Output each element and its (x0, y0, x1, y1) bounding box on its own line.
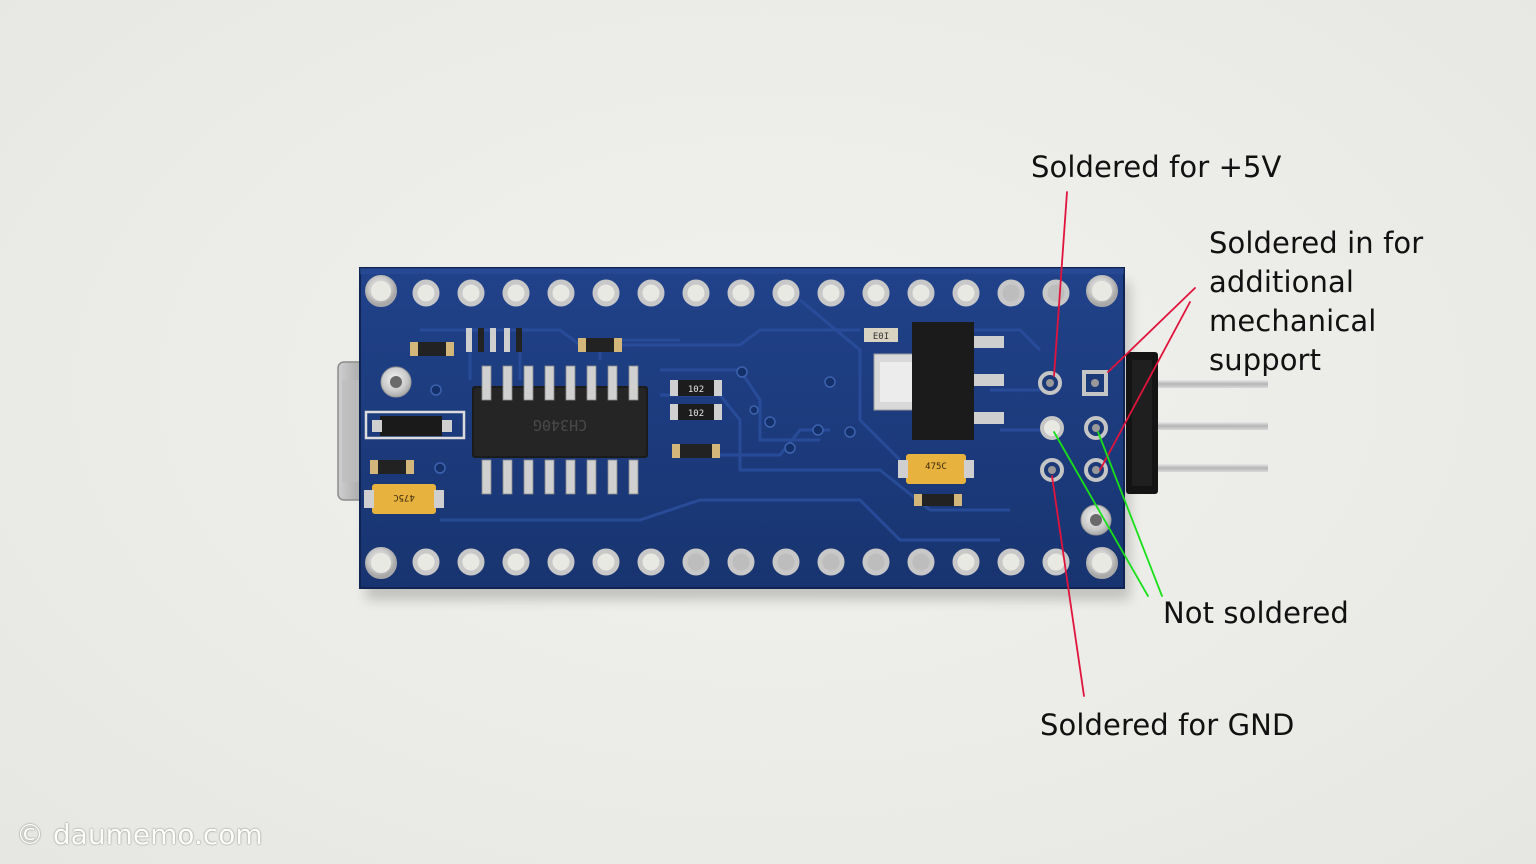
resistor-marking: 102 (688, 409, 704, 419)
annotation-lines (1051, 191, 1196, 697)
chip-pin (628, 459, 639, 495)
smd-component (578, 338, 622, 352)
through-hole-pad (862, 548, 890, 576)
chip-pin (502, 459, 513, 495)
smd-component (410, 342, 454, 356)
label-soldered-5v: Soldered for +5V (1031, 150, 1282, 184)
smd-diode (372, 416, 452, 436)
watermark: © daumemo.com (16, 818, 263, 851)
smd-component: E0I (864, 328, 898, 342)
chip-pin (544, 365, 555, 401)
through-hole-pad (592, 279, 620, 307)
voltage-regulator (873, 322, 1004, 440)
mount-hole (365, 275, 397, 307)
mount-hole (365, 547, 397, 579)
through-hole-pad (547, 548, 575, 576)
chip-pin (481, 459, 492, 495)
chip-pin (523, 459, 534, 495)
resistor-marking: 102 (688, 385, 704, 395)
through-hole-pad (457, 279, 485, 307)
through-hole-pad (502, 548, 530, 576)
through-hole-pad (592, 548, 620, 576)
pcb-board (359, 267, 1125, 589)
through-hole-pad (772, 548, 800, 576)
line-mech-1 (1107, 287, 1196, 373)
chip-pin (502, 365, 513, 401)
through-hole-pad (952, 279, 980, 307)
through-hole-pad (682, 548, 710, 576)
through-hole-pad (727, 548, 755, 576)
through-hole-pad (637, 548, 665, 576)
chip-pin (586, 365, 597, 401)
chip-pin (628, 365, 639, 401)
through-hole-pad (997, 279, 1025, 307)
label-mechanical-line: Soldered in for (1209, 226, 1424, 260)
label-mechanical-line: support (1209, 343, 1322, 377)
chip-marking: CH340G (533, 416, 587, 434)
chip-pins (481, 365, 639, 495)
tantalum-capacitor: 475C (364, 484, 444, 514)
vias (430, 366, 943, 474)
smd-resistor: 102 (670, 380, 722, 396)
smd-component (370, 460, 414, 474)
silkscreen-box (364, 410, 466, 440)
chip-pin (607, 459, 618, 495)
through-hole-pad (502, 279, 530, 307)
through-hole-pad (1042, 548, 1070, 576)
regulator-marking: E0I (873, 332, 889, 342)
through-hole-pad (817, 279, 845, 307)
through-hole-pad (907, 548, 935, 576)
through-hole-pad (817, 548, 845, 576)
icsp-pads (1038, 370, 1108, 482)
chip-pin (586, 459, 597, 495)
mount-hole (1086, 275, 1118, 307)
chip-pin (607, 365, 618, 401)
chip-pin (523, 365, 534, 401)
top-pin-row (412, 279, 1070, 307)
mount-hole (1086, 547, 1118, 579)
through-hole-pad (772, 279, 800, 307)
chip-pin (481, 365, 492, 401)
tantalum-capacitor: 475C (898, 454, 974, 484)
smd-component (914, 494, 962, 506)
through-hole-pad (907, 279, 935, 307)
label-mechanical-line: additional mechanical (1209, 265, 1377, 338)
label-not-soldered: Not soldered (1163, 596, 1349, 630)
line-mech-2 (1099, 301, 1191, 471)
through-hole-pad (412, 279, 440, 307)
through-hole-pad (547, 279, 575, 307)
capacitor-marking: 475C (925, 462, 947, 472)
chip-pin (544, 459, 555, 495)
label-soldered-gnd: Soldered for GND (1040, 708, 1295, 742)
line-5v (1053, 191, 1068, 377)
capacitor-marking: 475C (393, 492, 415, 502)
label-mechanical-support: Soldered in for additional mechanical su… (1209, 224, 1529, 380)
bottom-pin-row (412, 548, 1070, 576)
chip-pin (565, 459, 576, 495)
through-hole-pad (997, 548, 1025, 576)
through-hole-pad (682, 279, 710, 307)
through-hole-pad (457, 548, 485, 576)
through-hole-pad (952, 548, 980, 576)
line-ns-1 (1053, 431, 1149, 597)
pin-header (1126, 352, 1268, 494)
through-hole-pad (727, 279, 755, 307)
through-hole-pad (412, 548, 440, 576)
through-hole-pad (862, 279, 890, 307)
smd-component (672, 444, 720, 458)
through-hole-pad (637, 279, 665, 307)
ch340-chip: CH340G (472, 386, 648, 458)
smd-resistors-top (466, 328, 522, 352)
chip-pin (565, 365, 576, 401)
smd-resistor: 102 (670, 404, 722, 420)
line-ns-2 (1097, 431, 1163, 597)
through-hole-pad (1042, 279, 1070, 307)
line-gnd (1051, 475, 1085, 697)
